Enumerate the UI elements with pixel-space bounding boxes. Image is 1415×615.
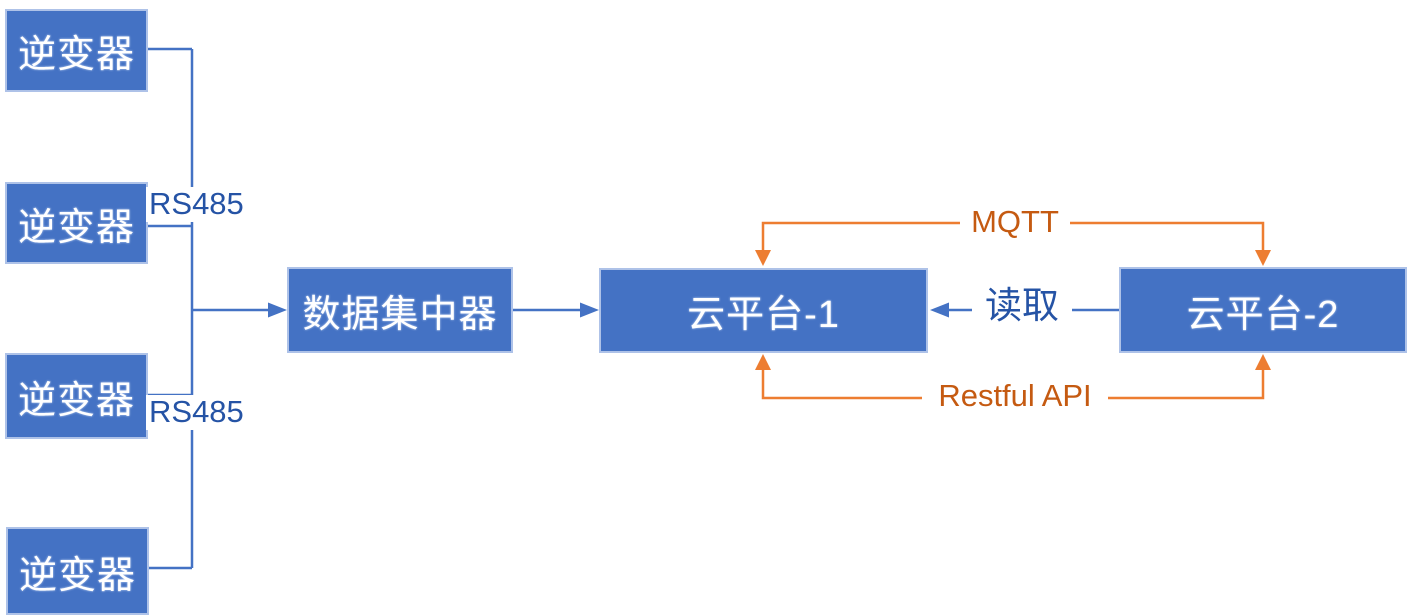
arrowhead-icon-restful-cloud1 [755, 354, 771, 370]
node-cloud-platform-1: 云平台-1 [599, 268, 928, 353]
node-cloud-platform-2-label: 云平台-2 [1186, 293, 1340, 336]
node-inverter-1-label: 逆变器 [17, 34, 135, 76]
edge-label-mqtt: MQTT [960, 205, 1070, 240]
node-inverter-4: 逆变器 [6, 527, 149, 615]
edge-label-rs485-top: RS485 [146, 187, 247, 222]
arrowhead-icon-mqtt-cloud1 [755, 250, 771, 266]
arrowhead-icon-mqtt-cloud2 [1255, 250, 1271, 266]
arrowhead-icon-restful-cloud2 [1255, 354, 1271, 370]
node-data-concentrator-label: 数据集中器 [302, 293, 498, 336]
edge-label-restful-api: Restful API [922, 379, 1108, 414]
edge-label-rs485-bottom: RS485 [146, 395, 247, 430]
node-inverter-4-label: 逆变器 [18, 554, 136, 597]
node-inverter-2-label: 逆变器 [17, 206, 135, 249]
node-inverter-1: 逆变器 [5, 9, 148, 92]
arrowhead-icon-cloud1-left [580, 302, 599, 318]
node-inverter-2: 逆变器 [5, 182, 148, 264]
node-inverter-3-label: 逆变器 [17, 379, 135, 422]
node-inverter-3: 逆变器 [5, 353, 148, 439]
rs485-bus-connector [147, 47, 270, 570]
node-cloud-platform-2: 云平台-2 [1119, 267, 1407, 353]
node-cloud-platform-1-label: 云平台-1 [687, 294, 840, 336]
edge-label-read: 读取 [972, 286, 1072, 327]
node-data-concentrator: 数据集中器 [287, 267, 513, 353]
arrowhead-icon-read-left [930, 302, 949, 318]
arrowhead-icon-concentrator [268, 302, 287, 318]
